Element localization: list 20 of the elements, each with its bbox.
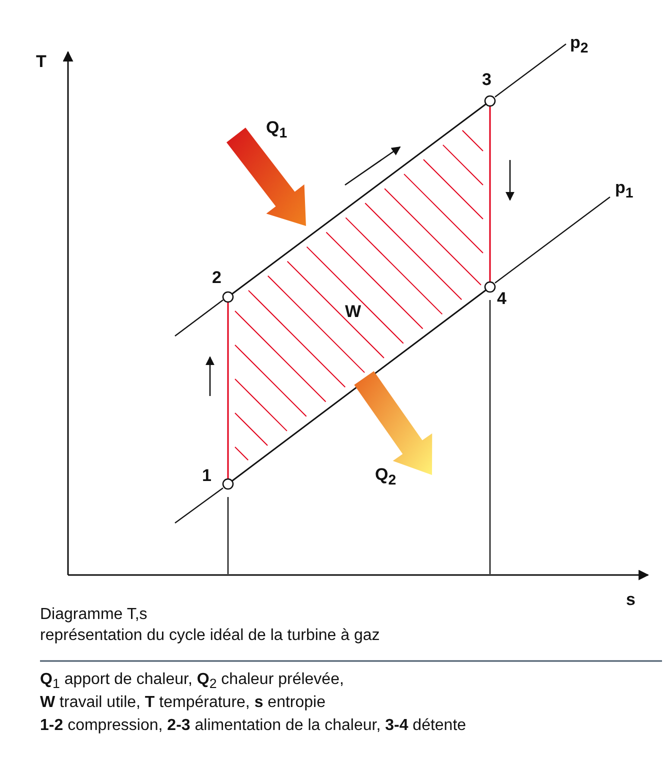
pressure-label: p$_{2}$: [570, 33, 588, 56]
caption-title: Diagramme T,s: [40, 606, 148, 624]
caption-text: représentation du cycle idéal de la turbine à gaz: [40, 627, 380, 645]
key-text: 1-2 compression, 2-3 alimentation de la chaleur, 3-4 détente: [40, 717, 466, 735]
heat-label: Q$_{2}$: [375, 465, 396, 488]
process-line: [232, 289, 486, 482]
pressure-label: p$_{1}$: [615, 178, 634, 202]
process-line: [232, 103, 486, 295]
heat-label: Q$_{1}$: [266, 118, 288, 142]
axis-label: s: [626, 590, 636, 610]
point-label: 3: [482, 70, 492, 90]
process-line: [227, 302, 229, 479]
work-label: W: [345, 302, 362, 322]
point-label: 1: [202, 466, 212, 486]
point-label: 4: [497, 289, 506, 309]
point-label: 2: [212, 268, 222, 288]
process-line: [489, 106, 491, 282]
key-text: W travail utile, T température, s entropie: [40, 694, 326, 712]
axis-label: T: [36, 52, 46, 72]
key-text: Q$_{1}$ apport de chaleur, Q$_{2}$ chaleur prélevée,: [40, 671, 344, 692]
